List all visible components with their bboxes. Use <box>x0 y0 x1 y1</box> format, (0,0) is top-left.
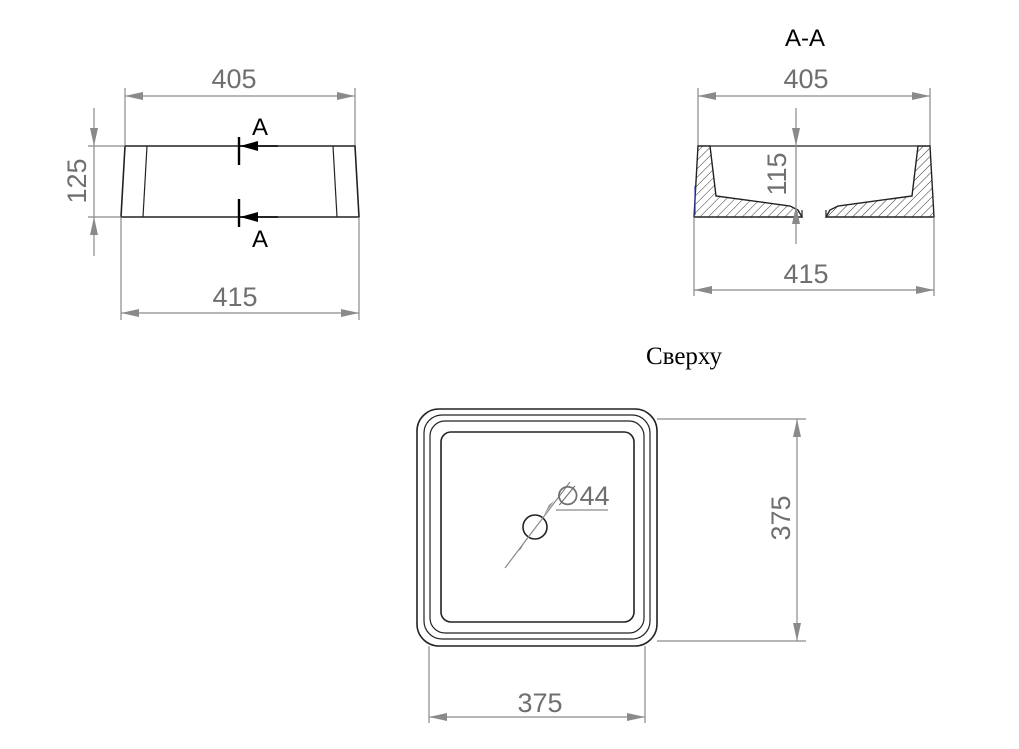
section-profile <box>693 145 935 218</box>
side-dim-405-label: 405 <box>211 64 256 94</box>
section-marker-bottom: A <box>237 199 278 253</box>
top-dim-375-horizontal: 375 <box>428 646 646 723</box>
top-view-title: Сверху <box>646 343 722 370</box>
section-dim-415-label: 415 <box>783 259 828 289</box>
top-view: Сверху ∅44 375 <box>416 343 806 723</box>
side-dim-415: 415 <box>120 217 360 320</box>
section-dim-115: 115 <box>762 108 800 244</box>
top-dim-375-vertical: 375 <box>657 418 806 642</box>
side-dim-125-label: 125 <box>62 158 92 203</box>
top-dim-375-horizontal-label: 375 <box>517 688 562 718</box>
section-dim-405-label: 405 <box>783 64 828 94</box>
section-view: A-A 405 115 <box>693 25 935 296</box>
side-dim-405: 405 <box>124 64 356 146</box>
section-dim-405: 405 <box>697 64 931 146</box>
basin-outline <box>416 408 658 647</box>
section-dim-115-label: 115 <box>762 152 792 195</box>
section-marker-top: A <box>237 114 278 165</box>
section-mark-label-bottom: A <box>252 226 268 253</box>
section-mark-label-top: A <box>252 114 268 141</box>
drain-hole: ∅44 <box>504 481 610 569</box>
side-view: 405 A A 125 <box>62 64 360 320</box>
side-dim-125: 125 <box>62 108 125 256</box>
side-dim-415-label: 415 <box>212 282 257 312</box>
section-title: A-A <box>785 25 825 52</box>
section-dim-415: 415 <box>693 217 935 296</box>
drain-diameter-label: ∅44 <box>556 481 610 511</box>
top-dim-375-vertical-label: 375 <box>766 495 796 540</box>
